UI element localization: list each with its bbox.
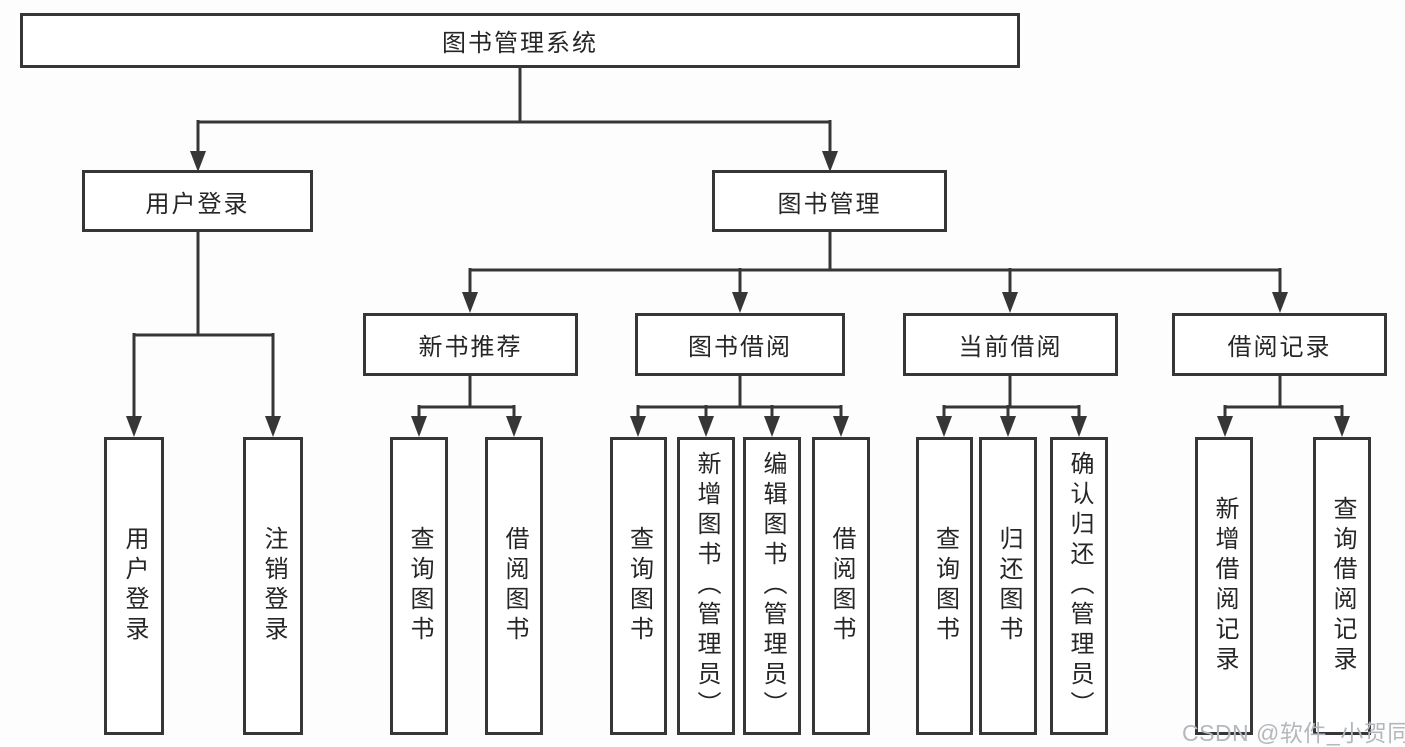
connector-root-to-level2 <box>190 68 838 172</box>
node-label: 查询借阅记录 <box>1329 496 1356 676</box>
node-label: 查询图书 <box>931 526 959 646</box>
node-borrowing-records: 借阅记录 <box>1172 313 1387 376</box>
node-label: 归还图书 <box>995 526 1022 646</box>
leaf-logout: 注销登录 <box>243 437 303 735</box>
leaf-borrow-books-recommend: 借阅图书 <box>485 437 543 735</box>
node-label: 用户登录 <box>145 190 250 218</box>
node-label: 图书借阅 <box>688 334 792 361</box>
node-label: 当前借阅 <box>958 334 1063 361</box>
connector-user-login-to-leaves <box>126 232 281 437</box>
leaf-borrow-books-borrowing: 借阅图书 <box>812 437 870 735</box>
leaf-query-books-current: 查询图书 <box>916 437 973 735</box>
node-current-borrowing: 当前借阅 <box>903 313 1118 376</box>
leaf-add-books-admin: 新增图书（管理员） <box>677 437 735 735</box>
node-label: 图书管理系统 <box>442 30 598 57</box>
leaf-return-books: 归还图书 <box>979 437 1037 735</box>
leaf-query-borrow-record: 查询借阅记录 <box>1313 437 1371 735</box>
node-label: 图书管理 <box>777 190 882 218</box>
node-label: 用户登录 <box>121 526 148 646</box>
connector-current-borrowing-to-leaves <box>936 376 1087 437</box>
node-label: 借阅图书 <box>501 526 528 646</box>
node-library-management-system: 图书管理系统 <box>20 13 1020 68</box>
leaf-query-books-borrowing: 查询图书 <box>610 437 667 735</box>
csdn-watermark: CSDN @软件_小贺同学 <box>1182 720 1405 746</box>
leaf-confirm-return-admin: 确认归还（管理员） <box>1050 437 1108 735</box>
node-label: 编辑图书（管理员） <box>759 451 786 721</box>
leaf-user-login: 用户登录 <box>104 437 164 735</box>
node-label: 借阅图书 <box>828 526 855 646</box>
connector-new-book-recommend-to-leaves <box>411 376 522 437</box>
node-user-login: 用户登录 <box>82 170 313 232</box>
node-book-management: 图书管理 <box>712 170 947 232</box>
node-label: 新增图书（管理员） <box>693 451 720 721</box>
leaf-query-books-recommend: 查询图书 <box>390 437 448 735</box>
connector-book-borrowing-to-leaves <box>630 376 849 437</box>
connector-book-management-to-level3 <box>462 232 1288 313</box>
node-label: 新书推荐 <box>418 334 523 361</box>
node-label: 新增借阅记录 <box>1211 496 1238 676</box>
leaf-edit-books-admin: 编辑图书（管理员） <box>743 437 801 735</box>
node-label: 查询图书 <box>406 526 433 646</box>
node-book-borrowing: 图书借阅 <box>635 313 845 376</box>
node-new-book-recommend: 新书推荐 <box>363 313 578 376</box>
connector-borrowing-records-to-leaves <box>1217 376 1350 437</box>
node-label: 查询图书 <box>625 526 653 646</box>
leaf-add-borrow-record: 新增借阅记录 <box>1195 437 1253 735</box>
node-label: 借阅记录 <box>1227 334 1332 361</box>
node-label: 确认归还（管理员） <box>1066 451 1093 721</box>
node-label: 注销登录 <box>260 526 287 646</box>
